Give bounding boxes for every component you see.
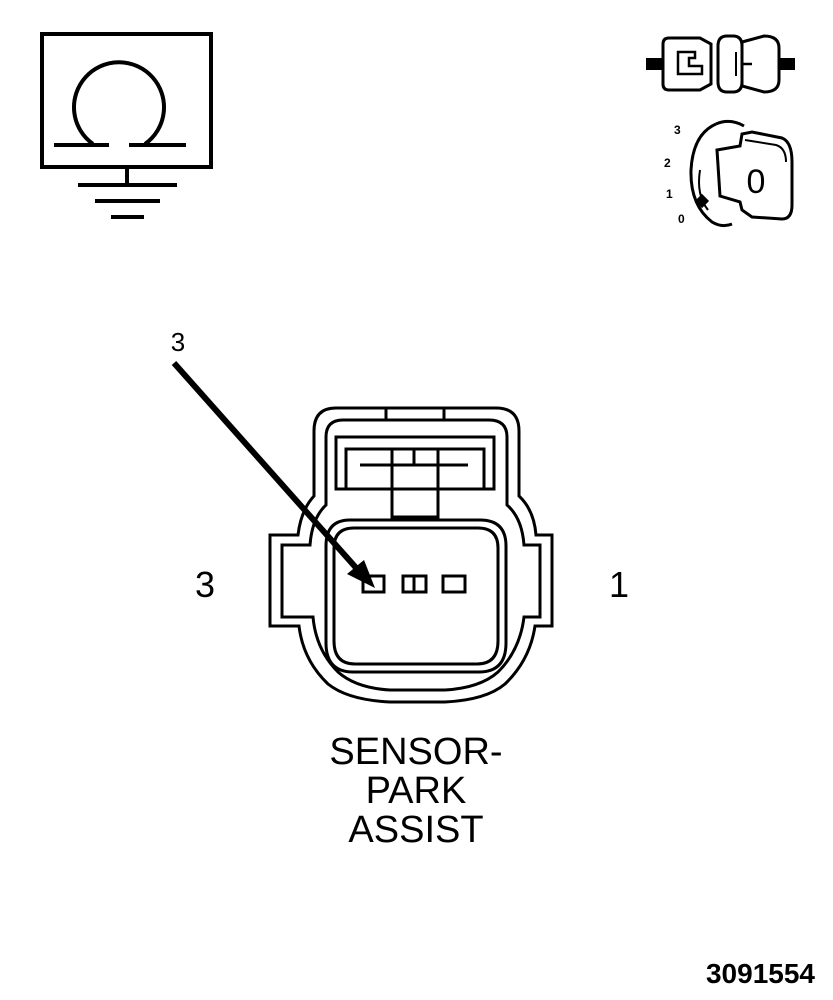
connector-left-pin-label: 3 — [195, 564, 215, 605]
sensor-connector — [268, 406, 554, 704]
callout-pin-number: 3 — [171, 327, 185, 357]
key-switch-position-2: 2 — [664, 156, 671, 170]
ignition-key-icon: 3 2 1 0 0 — [664, 119, 794, 228]
key-switch-position-1: 1 — [666, 187, 673, 201]
pin-1-cavity — [441, 574, 467, 594]
ohmmeter-ground-icon — [40, 32, 213, 219]
connector-name-line-1: SENSOR- — [329, 731, 502, 773]
connector-name-line-3: ASSIST — [348, 809, 483, 851]
key-switch-position-3: 3 — [674, 123, 681, 137]
pin-3-cavity — [361, 574, 386, 594]
connector-right-pin-label: 1 — [609, 564, 629, 605]
connector-pair-icon — [646, 34, 795, 94]
connector-name-line-2: PARK — [366, 770, 467, 812]
key-switch-position-0: 0 — [678, 212, 685, 226]
key-label: 0 — [747, 163, 766, 201]
figure-id: 3091554 — [706, 958, 815, 989]
